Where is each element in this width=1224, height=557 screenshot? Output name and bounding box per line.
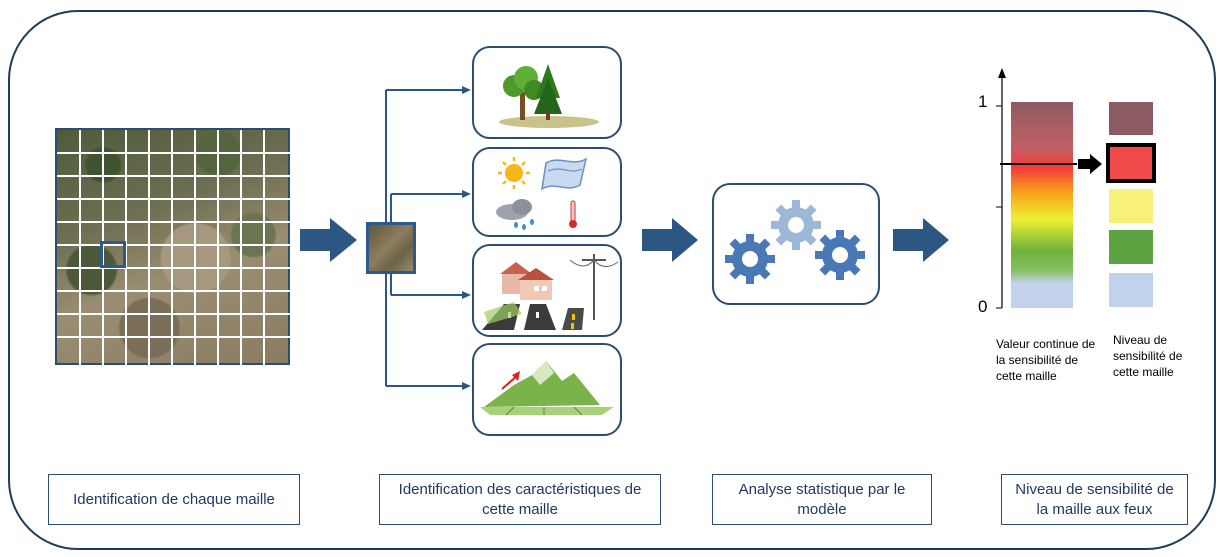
level-medium [1109, 189, 1153, 223]
level-low [1109, 230, 1153, 264]
zoomed-cell-image [366, 222, 416, 274]
caption-step4: Niveau de sensibilité de la maille aux f… [1001, 474, 1188, 525]
infrastructure-icon [482, 254, 619, 330]
scale-bottom-label: 0 [978, 297, 988, 316]
selected-cell-highlight [100, 241, 126, 268]
continuous-value-label: Valeur continue de la sensibilité de cet… [996, 337, 1096, 383]
sensitivity-scale [996, 68, 1102, 309]
infrastructure-card [472, 244, 622, 337]
level-high-selected [1106, 143, 1156, 183]
level-very-low [1109, 273, 1153, 307]
topography-icon [480, 361, 614, 416]
level-label: Niveau de sensibilité de cette maille [1113, 333, 1183, 379]
gears-icon [725, 200, 865, 284]
grid-lines [57, 130, 292, 367]
level-very-high [1109, 102, 1153, 135]
arrow-1 [300, 218, 357, 262]
vegetation-icon [499, 64, 599, 128]
continuous-gradient-bar [1011, 102, 1073, 308]
weather-icon [496, 157, 588, 230]
caption-step1: Identification de chaque maille [48, 474, 300, 525]
y-axis-arrow [998, 68, 1006, 78]
pointer-arrow [1078, 154, 1102, 174]
scale-top-label: 1 [978, 92, 988, 111]
topography-card [472, 343, 622, 436]
caption-step3: Analyse statistique par le modèle [712, 474, 932, 525]
arrow-3 [893, 218, 949, 262]
outer-frame [8, 10, 1216, 550]
caption-step2: Identification des caractéristiques de c… [379, 474, 661, 525]
aerial-grid-image [55, 128, 292, 367]
arrow-2 [642, 218, 698, 262]
model-card [712, 183, 880, 305]
weather-card [472, 147, 622, 237]
vegetation-card [472, 46, 622, 139]
